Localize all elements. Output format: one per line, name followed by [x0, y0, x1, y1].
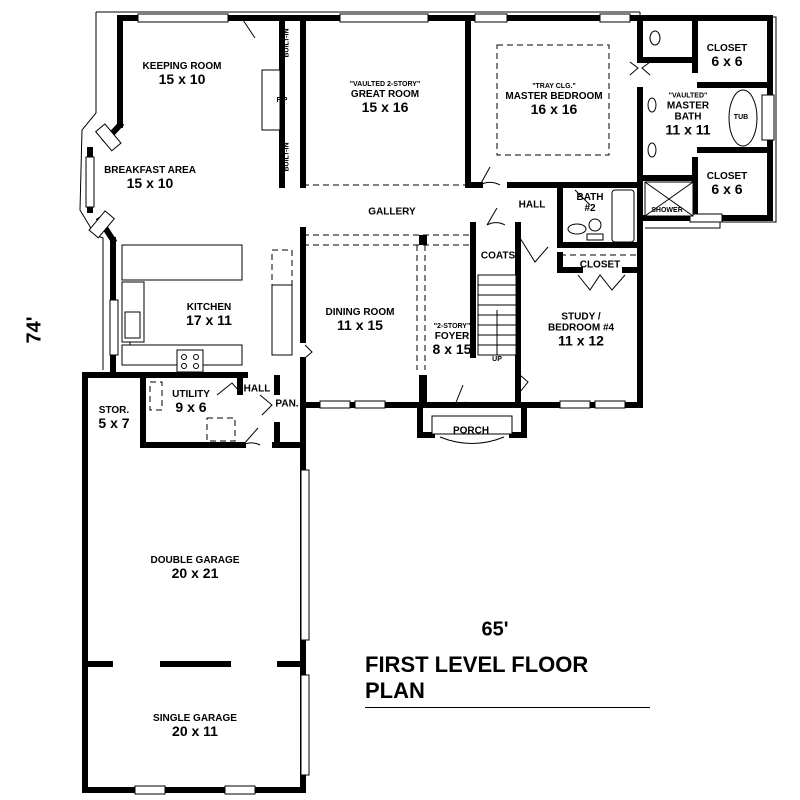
room-name: COATS — [480, 250, 516, 262]
room-size: 9 x 6 — [175, 398, 207, 415]
room-name: BATH — [576, 192, 604, 203]
room-name: BATH — [674, 111, 702, 123]
fireplace-label: F/P — [276, 97, 288, 105]
tray-ceiling-outline — [496, 44, 610, 156]
room-bath-2: BATH #2 — [576, 192, 603, 214]
shower-label: SHOWER — [651, 207, 683, 215]
room-name: KITCHEN — [186, 301, 232, 313]
room-size: 8 x 15 — [432, 340, 472, 357]
room-great-room: "VAULTED 2-STORY" GREAT ROOM 15 x 16 — [350, 81, 421, 115]
room-dining-room: DINING ROOM 11 x 15 — [326, 307, 395, 333]
room-name: STUDY / — [561, 311, 601, 323]
room-size: 17 x 11 — [186, 311, 232, 328]
room-storage: STOR. 5 x 7 — [98, 405, 129, 431]
built-in-upper-label: BUILT-IN — [283, 28, 291, 58]
room-closet-study: CLOSET — [580, 260, 621, 271]
stairs-up-label: UP — [492, 356, 502, 364]
room-name: CLOSET — [706, 170, 748, 182]
room-double-garage: DOUBLE GARAGE 20 x 21 — [151, 555, 240, 581]
room-note: "VAULTED" — [668, 92, 708, 100]
room-name: HALL — [243, 383, 271, 395]
room-name: PORCH — [452, 425, 490, 437]
room-name: PAN. — [275, 398, 299, 410]
room-hall-lower: HALL — [244, 384, 271, 395]
room-pantry: PAN. — [275, 399, 298, 410]
exterior-outline — [79, 12, 104, 370]
room-breakfast-area: BREAKFAST AREA 15 x 10 — [104, 165, 196, 191]
room-name: CLOSET — [706, 42, 748, 54]
room-name: UTILITY — [172, 388, 210, 400]
room-closet-top: CLOSET 6 x 6 — [707, 43, 748, 69]
room-size: 6 x 6 — [711, 52, 743, 69]
room-name: STOR. — [98, 404, 130, 416]
tub-label: TUB — [733, 114, 749, 122]
room-coats: COATS — [481, 251, 515, 262]
room-master-bath: "VAULTED" MASTER BATH 11 x 11 — [665, 92, 710, 137]
width-dimension: 65' — [481, 618, 509, 641]
room-name: SINGLE GARAGE — [153, 712, 237, 724]
room-single-garage: SINGLE GARAGE 20 x 11 — [153, 713, 237, 739]
room-size: 20 x 21 — [171, 564, 219, 581]
room-size: 11 x 12 — [558, 332, 604, 349]
room-closet-bottom: CLOSET 6 x 6 — [707, 171, 748, 197]
room-name: GALLERY — [368, 206, 416, 218]
room-name: #2 — [584, 203, 596, 214]
room-utility: UTILITY 9 x 6 — [172, 389, 210, 415]
room-master-bedroom: "TRAY CLG." MASTER BEDROOM 16 x 16 — [505, 83, 602, 117]
built-in-lower-label: BUILT-IN — [283, 142, 291, 172]
room-name: MASTER BEDROOM — [505, 90, 603, 102]
room-size: 6 x 6 — [711, 180, 743, 197]
room-gallery: GALLERY — [368, 207, 415, 218]
room-name: CLOSET — [579, 259, 621, 271]
room-foyer: "2-STORY" FOYER 8 x 15 — [433, 323, 472, 357]
room-size: 15 x 10 — [126, 174, 174, 191]
room-size: 20 x 11 — [172, 722, 218, 739]
room-size: 11 x 11 — [665, 121, 711, 138]
room-size: 5 x 7 — [98, 414, 130, 431]
room-note: "2-STORY" — [433, 322, 471, 330]
room-kitchen: KITCHEN 17 x 11 — [186, 302, 232, 328]
plan-title: FIRST LEVEL FLOOR PLAN — [365, 652, 650, 708]
room-study-bedroom-4: STUDY / BEDROOM #4 11 x 12 — [548, 311, 614, 348]
room-porch: PORCH — [453, 426, 489, 437]
room-name: GREAT ROOM — [350, 88, 420, 100]
depth-dimension: 74' — [23, 316, 46, 344]
room-size: 15 x 16 — [361, 98, 409, 115]
room-name: MASTER — [666, 100, 710, 112]
room-keeping-room: KEEPING ROOM 15 x 10 — [143, 61, 222, 87]
room-name: DINING ROOM — [325, 306, 395, 318]
room-name: DOUBLE GARAGE — [150, 554, 240, 566]
room-size: 11 x 15 — [337, 316, 383, 333]
room-hall-upper: HALL — [519, 200, 546, 211]
room-name: HALL — [518, 199, 546, 211]
room-name: BEDROOM #4 — [547, 322, 615, 334]
room-note: "TRAY CLG." — [532, 82, 576, 90]
room-name: KEEPING ROOM — [142, 60, 222, 72]
room-size: 16 x 16 — [530, 100, 578, 117]
room-name: BREAKFAST AREA — [104, 164, 196, 176]
room-size: 15 x 10 — [158, 70, 206, 87]
room-name: FOYER — [434, 330, 470, 342]
room-note: "VAULTED 2-STORY" — [349, 80, 421, 88]
